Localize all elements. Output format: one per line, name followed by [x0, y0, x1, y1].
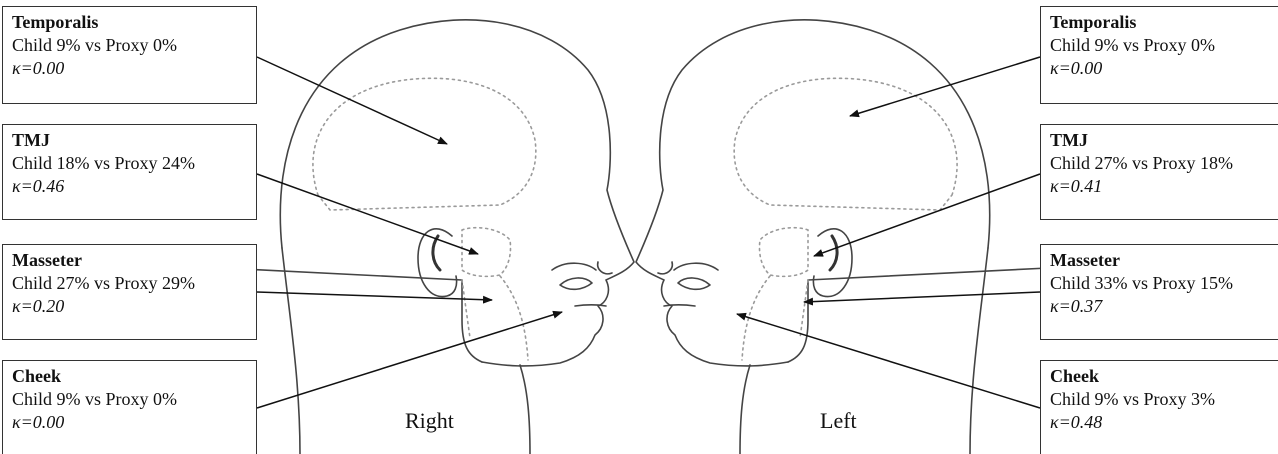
right-side-label: Right	[405, 408, 454, 434]
callout-right-masseter: Masseter Child 27% vs Proxy 29% κ=0.20	[2, 244, 257, 340]
callout-stat: Child 27% vs Proxy 29%	[12, 272, 256, 295]
left-profile-head	[636, 20, 1048, 454]
left-nostril	[658, 262, 672, 274]
left-shoulder	[808, 268, 1048, 280]
left-neck-front	[740, 365, 750, 454]
callout-title: TMJ	[1050, 129, 1278, 152]
right-jaw-line	[462, 280, 482, 362]
left-temporalis-region	[734, 78, 957, 210]
left-region-outlines	[734, 78, 957, 360]
arrow-left-cheek	[737, 314, 1040, 408]
callout-title: Cheek	[1050, 365, 1278, 388]
callout-stat: Child 33% vs Proxy 15%	[1050, 272, 1278, 295]
arrow-left-masseter	[804, 292, 1040, 302]
callout-kappa: κ=0.41	[1050, 175, 1278, 198]
right-tmj-region	[462, 228, 511, 277]
left-head-outline	[636, 20, 990, 366]
right-eye	[560, 278, 592, 289]
left-ear-inner	[830, 236, 837, 270]
right-shoulder	[222, 268, 462, 280]
right-brow	[552, 263, 596, 270]
callout-left-temporalis: Temporalis Child 9% vs Proxy 0% κ=0.00	[1040, 6, 1278, 104]
right-head-outline	[280, 20, 634, 366]
right-mouth	[575, 305, 606, 306]
callout-kappa: κ=0.37	[1050, 295, 1278, 318]
callout-right-temporalis: Temporalis Child 9% vs Proxy 0% κ=0.00	[2, 6, 257, 104]
left-jaw-line	[788, 280, 808, 362]
arrow-right-cheek	[257, 312, 562, 408]
callout-left-tmj: TMJ Child 27% vs Proxy 18% κ=0.41	[1040, 124, 1278, 220]
right-region-outlines	[313, 78, 536, 360]
callout-title: Temporalis	[12, 11, 256, 34]
callout-title: Cheek	[12, 365, 256, 388]
callout-left-cheek: Cheek Child 9% vs Proxy 3% κ=0.48	[1040, 360, 1278, 454]
callout-kappa: κ=0.00	[1050, 57, 1278, 80]
callout-title: Temporalis	[1050, 11, 1278, 34]
callout-title: TMJ	[12, 129, 256, 152]
left-mouth	[664, 305, 695, 306]
callout-right-tmj: TMJ Child 18% vs Proxy 24% κ=0.46	[2, 124, 257, 220]
arrow-right-tmj	[257, 174, 478, 254]
callout-kappa: κ=0.00	[12, 57, 256, 80]
callout-stat: Child 27% vs Proxy 18%	[1050, 152, 1278, 175]
left-side-label: Left	[820, 408, 857, 434]
right-ear-inner	[433, 236, 440, 270]
arrow-right-temporalis	[257, 57, 447, 144]
arrow-left-tmj	[814, 174, 1040, 256]
callout-title: Masseter	[12, 249, 256, 272]
callout-left-masseter: Masseter Child 33% vs Proxy 15% κ=0.37	[1040, 244, 1278, 340]
callout-title: Masseter	[1050, 249, 1278, 272]
left-neck-back	[970, 248, 988, 454]
callout-stat: Child 18% vs Proxy 24%	[12, 152, 256, 175]
left-eye	[678, 278, 710, 289]
arrow-left-temporalis	[850, 57, 1040, 116]
right-masseter-region	[462, 276, 528, 360]
callout-kappa: κ=0.20	[12, 295, 256, 318]
callout-kappa: κ=0.46	[12, 175, 256, 198]
arrow-right-masseter	[257, 292, 492, 300]
callout-stat: Child 9% vs Proxy 0%	[1050, 34, 1278, 57]
callout-stat: Child 9% vs Proxy 0%	[12, 34, 256, 57]
callout-stat: Child 9% vs Proxy 0%	[12, 388, 256, 411]
left-tmj-region	[759, 228, 808, 277]
callout-kappa: κ=0.48	[1050, 411, 1278, 434]
callout-right-cheek: Cheek Child 9% vs Proxy 0% κ=0.00	[2, 360, 257, 454]
right-profile-head	[222, 20, 634, 454]
callout-kappa: κ=0.00	[12, 411, 256, 434]
left-brow	[674, 263, 718, 270]
right-nostril	[598, 262, 612, 274]
callout-stat: Child 9% vs Proxy 3%	[1050, 388, 1278, 411]
right-neck-back	[282, 248, 300, 454]
right-neck-front	[520, 365, 530, 454]
